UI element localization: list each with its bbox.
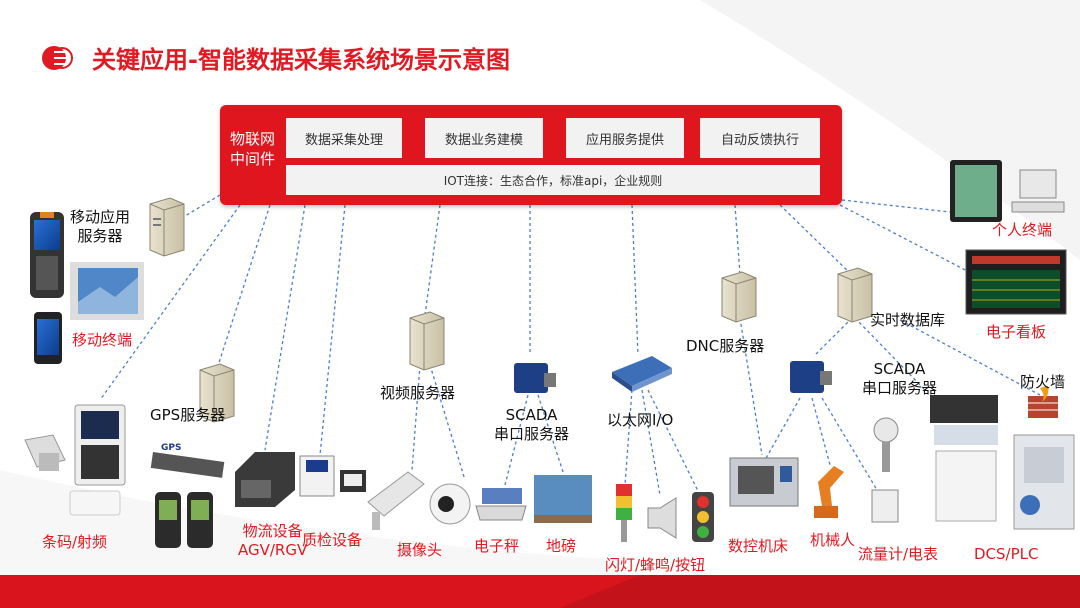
barcode-rfid-reader-icon <box>24 404 126 516</box>
logo-icon <box>42 46 73 70</box>
label-weighbridge: 地磅 <box>546 537 577 555</box>
label-inspection-device: 质检设备 <box>302 531 363 549</box>
label-logistics-device: 物流设备 AGV/RGV <box>238 522 308 559</box>
label-scada-serial-server-1: SCADA 串口服务器 <box>494 406 570 443</box>
label-mobile-app-server: 移动应用 服务器 <box>70 208 131 245</box>
label-ethernet-io: 以太网I/O <box>607 411 674 429</box>
middleware-item-app-service: 应用服务提供 <box>566 118 684 158</box>
label-realtime-database: 实时数据库 <box>870 311 946 329</box>
realtime-database-server-icon <box>837 267 873 323</box>
handheld-terminal-icon <box>30 212 64 298</box>
gps-server-icon <box>199 363 235 423</box>
label-cnc-machine: 数控机床 <box>728 537 789 555</box>
label-mobile-terminal: 移动终端 <box>72 331 133 349</box>
label-electronic-scale: 电子秤 <box>474 537 520 555</box>
signal-light-icon <box>616 484 632 542</box>
scada-serial-server-icon <box>514 363 556 393</box>
firewall-icon <box>1028 386 1058 418</box>
page-title: 关键应用-智能数据采集系统场景示意图 <box>92 46 510 74</box>
label-dcs-plc: DCS/PLC <box>974 545 1039 563</box>
bottom-band <box>0 575 1080 608</box>
buzzer-icon <box>647 497 677 539</box>
cnc-machine-icon <box>729 457 799 507</box>
personal-terminal-icon <box>950 160 1065 222</box>
label-scada-serial-server-2: SCADA 串口服务器 <box>862 360 938 397</box>
weighbridge-icon <box>534 475 592 523</box>
label-electronic-board: 电子看板 <box>986 323 1047 341</box>
ethernet-io-icon <box>612 356 672 392</box>
dnc-server-icon <box>721 271 757 323</box>
label-flash-buzzer-button: 闪灯/蜂鸣/按钮 <box>605 556 706 574</box>
inspection-device-icon <box>299 455 366 497</box>
middleware-item-business-modeling: 数据业务建模 <box>425 118 543 158</box>
flowmeter-icon <box>871 417 899 523</box>
gps-handheld-icon <box>155 492 213 548</box>
middleware-item-auto-feedback: 自动反馈执行 <box>700 118 820 158</box>
label-flowmeter-meter: 流量计/电表 <box>858 545 939 563</box>
electronic-board-icon <box>965 249 1067 315</box>
dome-camera-icon <box>429 483 471 525</box>
label-robot: 机械人 <box>810 531 856 549</box>
video-server-icon <box>409 311 445 371</box>
electronic-scale-icon <box>475 488 527 521</box>
dcs-plc-cabinet-icon <box>930 395 1075 530</box>
button-panel-icon <box>692 492 714 542</box>
gps-module-icon: GPS <box>150 443 225 478</box>
label-gps-server: GPS服务器 <box>150 406 226 424</box>
logistics-device-icon <box>235 452 295 507</box>
label-camera: 摄像头 <box>397 541 443 559</box>
middleware-item-data-collection: 数据采集处理 <box>286 118 402 158</box>
label-video-server: 视频服务器 <box>380 384 456 402</box>
label-firewall: 防火墙 <box>1020 373 1066 391</box>
label-personal-terminal: 个人终端 <box>992 221 1053 239</box>
tablet-icon <box>70 262 144 320</box>
label-barcode-rfid: 条码/射频 <box>42 533 108 551</box>
mobile-phone-icon <box>34 312 62 364</box>
mobile-app-server-icon <box>149 197 185 257</box>
camera-icon <box>367 471 425 530</box>
robot-arm-icon <box>814 466 844 518</box>
svg-text:GPS: GPS <box>161 443 181 453</box>
middleware-label: 物联网 中间件 <box>230 130 276 168</box>
iot-connection-bar: IOT连接：生态合作，标准api，企业规则 <box>286 165 820 195</box>
scada-serial-server-2-icon <box>790 361 832 393</box>
iot-middleware-panel: 物联网 中间件 数据采集处理 数据业务建模 应用服务提供 自动反馈执行 IOT连… <box>220 105 842 205</box>
label-dnc-server: DNC服务器 <box>686 337 765 355</box>
